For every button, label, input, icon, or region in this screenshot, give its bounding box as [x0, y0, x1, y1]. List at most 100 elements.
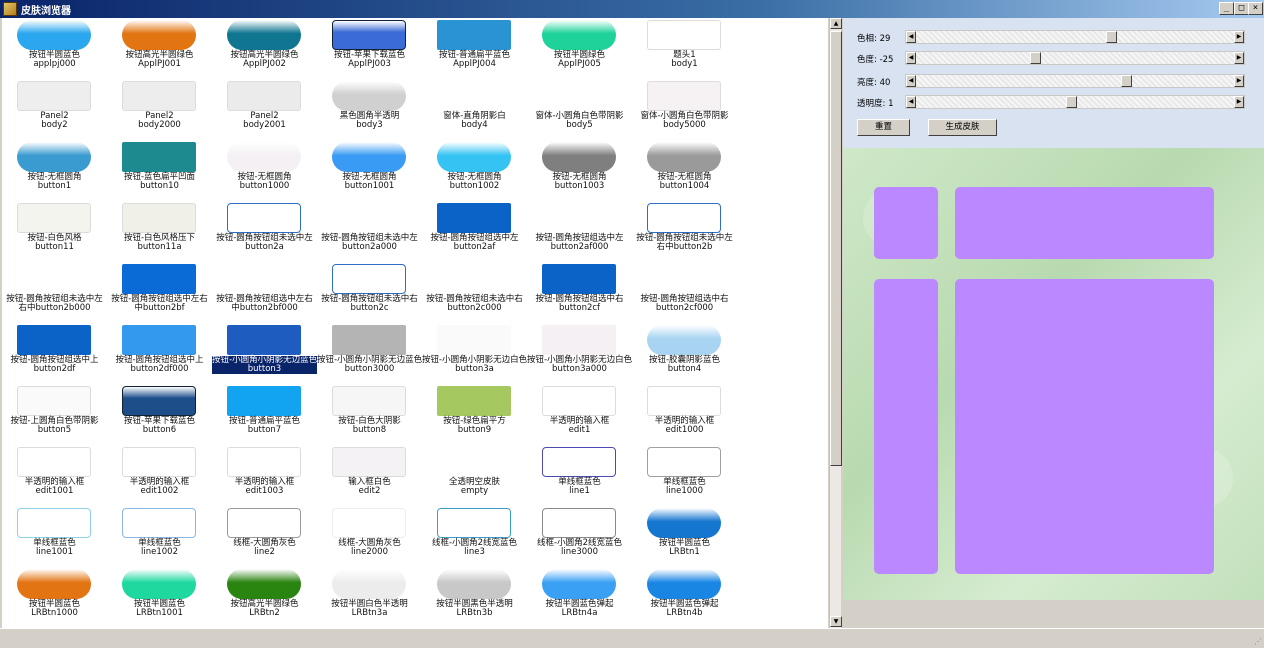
slider-left-arrow-icon[interactable]: ◀ — [906, 31, 916, 43]
skin-tile[interactable]: 按钮-圆角按钮组未选中左右中button2b000 — [2, 262, 107, 323]
slider-right-arrow-icon[interactable]: ▶ — [1234, 96, 1244, 108]
slider-left-arrow-icon[interactable]: ◀ — [906, 52, 916, 64]
skin-tile[interactable]: 按钮-圆角按钮组选中左右中button2bf000 — [212, 262, 317, 323]
scroll-thumb[interactable] — [830, 31, 842, 466]
slider-left-arrow-icon[interactable]: ◀ — [906, 75, 916, 87]
slider-left-arrow-icon[interactable]: ◀ — [906, 96, 916, 108]
close-button[interactable]: × — [1248, 2, 1263, 15]
app-icon — [3, 2, 17, 16]
generate-skin-button[interactable]: 生成皮肤 — [928, 119, 997, 136]
reset-button[interactable]: 重置 — [857, 119, 910, 136]
maximize-button[interactable]: □ — [1234, 2, 1249, 15]
skin-tile[interactable]: 按钮-圆角按钮组未选中左右中button2b — [632, 201, 737, 262]
resize-grip-icon[interactable]: ⋰ — [1254, 637, 1262, 646]
slider-track[interactable]: ◀▶ — [905, 51, 1245, 65]
slider-track[interactable]: ◀▶ — [905, 95, 1245, 109]
slider-right-arrow-icon[interactable]: ▶ — [1234, 75, 1244, 87]
skin-swatch — [542, 508, 616, 538]
slider-right-arrow-icon[interactable]: ▶ — [1234, 31, 1244, 43]
scroll-down-icon[interactable]: ▼ — [830, 616, 842, 627]
minimize-button[interactable]: _ — [1219, 2, 1234, 15]
scroll-up-icon[interactable]: ▲ — [830, 18, 842, 29]
slider-track[interactable]: ◀▶ — [905, 30, 1245, 44]
slider-track[interactable]: ◀▶ — [905, 74, 1245, 88]
slider-right-arrow-icon[interactable]: ▶ — [1234, 52, 1244, 64]
slider-thumb[interactable] — [1029, 52, 1041, 64]
skin-id: body2000 — [138, 120, 181, 130]
skin-tile[interactable]: 按钮-圆角按钮组选中左右中button2bf — [107, 262, 212, 323]
vertical-scrollbar[interactable]: ▲ ▼ — [829, 18, 842, 628]
slider-thumb[interactable] — [1121, 75, 1133, 87]
slider-thumb[interactable] — [1066, 96, 1078, 108]
slider-thumb[interactable] — [1106, 31, 1118, 43]
